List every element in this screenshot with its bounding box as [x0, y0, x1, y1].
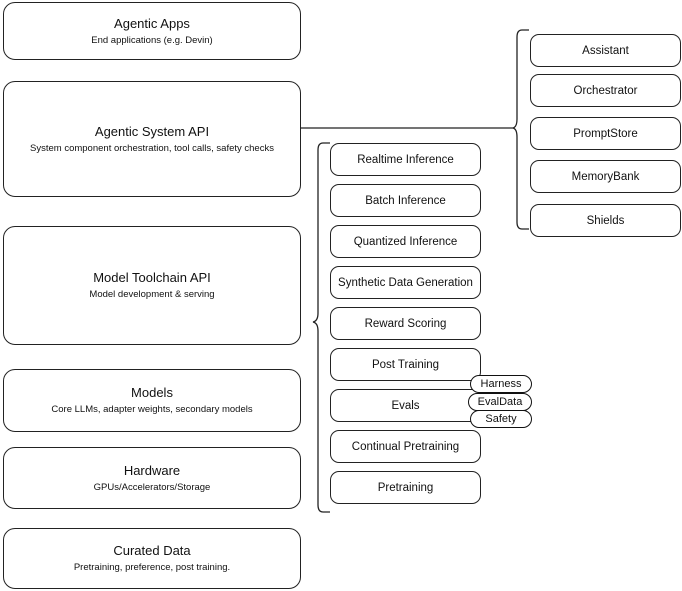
- layer-title: Agentic System API: [94, 123, 210, 139]
- layer-agentic-apps[interactable]: Agentic Apps End applications (e.g. Devi…: [3, 2, 301, 60]
- component-label: Shields: [586, 214, 625, 227]
- component-quantized-inference[interactable]: Quantized Inference: [330, 225, 481, 258]
- layer-title: Curated Data: [113, 543, 191, 558]
- badge-label: Harness: [480, 377, 522, 390]
- component-synthetic-data-generation[interactable]: Synthetic Data Generation: [330, 266, 481, 299]
- component-label: PromptStore: [573, 127, 638, 140]
- component-label: Orchestrator: [573, 84, 638, 97]
- component-label: Quantized Inference: [353, 235, 458, 248]
- badge-label: EvalData: [477, 395, 523, 408]
- layer-agentic-system-api[interactable]: Agentic System API System component orch…: [3, 81, 301, 197]
- layer-subtitle: GPUs/Accelerators/Storage: [93, 481, 211, 493]
- component-promptstore[interactable]: PromptStore: [530, 117, 681, 150]
- component-label: Assistant: [582, 44, 629, 57]
- badge-harness[interactable]: Harness: [470, 375, 532, 393]
- component-label: Synthetic Data Generation: [338, 276, 473, 289]
- layer-subtitle: Core LLMs, adapter weights, secondary mo…: [51, 404, 253, 415]
- badge-evaldata[interactable]: EvalData: [468, 393, 532, 411]
- layer-subtitle: System component orchestration, tool cal…: [30, 142, 274, 154]
- component-assistant[interactable]: Assistant: [530, 34, 681, 67]
- layer-curated-data[interactable]: Curated Data Pretraining, preference, po…: [3, 528, 301, 589]
- layer-title: Agentic Apps: [114, 15, 190, 31]
- component-label: Reward Scoring: [364, 317, 447, 330]
- component-batch-inference[interactable]: Batch Inference: [330, 184, 481, 217]
- layer-title: Hardware: [123, 462, 181, 478]
- component-realtime-inference[interactable]: Realtime Inference: [330, 143, 481, 176]
- component-post-training[interactable]: Post Training: [330, 348, 481, 381]
- layer-subtitle: Model development & serving: [89, 289, 215, 300]
- badge-label: Safety: [485, 412, 517, 425]
- component-evals[interactable]: Evals: [330, 389, 481, 422]
- component-label: Post Training: [371, 358, 440, 371]
- component-pretraining[interactable]: Pretraining: [330, 471, 481, 504]
- layer-model-toolchain-api[interactable]: Model Toolchain API Model development & …: [3, 226, 301, 345]
- layer-subtitle: End applications (e.g. Devin): [91, 34, 213, 46]
- layer-subtitle: Pretraining, preference, post training.: [73, 562, 231, 573]
- layer-title: Model Toolchain API: [93, 270, 211, 285]
- component-reward-scoring[interactable]: Reward Scoring: [330, 307, 481, 340]
- component-label: MemoryBank: [571, 170, 640, 183]
- component-continual-pretraining[interactable]: Continual Pretraining: [330, 430, 481, 463]
- component-orchestrator[interactable]: Orchestrator: [530, 74, 681, 107]
- layer-hardware[interactable]: Hardware GPUs/Accelerators/Storage: [3, 447, 301, 509]
- component-label: Evals: [391, 399, 420, 412]
- badge-safety[interactable]: Safety: [470, 410, 532, 428]
- component-label: Realtime Inference: [357, 153, 454, 166]
- component-label: Pretraining: [377, 481, 434, 494]
- layer-models[interactable]: Models Core LLMs, adapter weights, secon…: [3, 369, 301, 432]
- brace-toolchain-components: [312, 142, 330, 513]
- component-label: Batch Inference: [365, 194, 446, 207]
- component-label: Continual Pretraining: [351, 440, 460, 453]
- component-memorybank[interactable]: MemoryBank: [530, 160, 681, 193]
- brace-system-components: [512, 29, 529, 230]
- component-shields[interactable]: Shields: [530, 204, 681, 237]
- layer-title: Models: [131, 385, 173, 400]
